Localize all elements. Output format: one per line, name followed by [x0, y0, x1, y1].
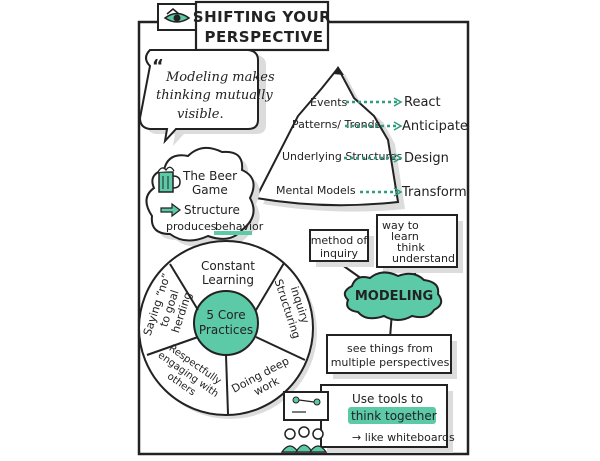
title-banner: SHIFTING YOUR PERSPECTIVE	[157, 0, 331, 52]
way-line-3: think	[397, 241, 425, 254]
tools-highlight: think together	[351, 409, 437, 423]
quote-bubble: “ Modeling makes thinking mutually visib…	[138, 49, 275, 146]
quote-line-1: Modeling makes	[165, 70, 275, 85]
beer-game-structure: Structure	[184, 203, 240, 217]
modeling-cloud	[343, 271, 443, 321]
arrow-right-icon	[160, 202, 181, 218]
iceberg-action-transform: Transform	[401, 185, 467, 200]
iceberg-level-events: Events	[310, 96, 348, 109]
whiteboard-icon	[283, 391, 329, 421]
modeling-label: MODELING	[355, 289, 433, 304]
title-line-1: SHIFTING YOUR	[193, 8, 331, 26]
beer-mug-icon	[157, 166, 181, 193]
segment-constant-learning-2: Learning	[202, 273, 254, 287]
method-line-1: method of	[311, 234, 369, 247]
iceberg-action-design: Design	[404, 151, 449, 166]
mountain-peak-icon	[333, 66, 344, 75]
iceberg-action-react: React	[404, 95, 441, 110]
beer-game-title-2: Game	[192, 183, 228, 197]
beer-game-behavior: behavior	[215, 220, 264, 233]
eye-icon	[163, 8, 191, 23]
see-things-box	[326, 334, 452, 374]
method-of-inquiry-box	[309, 229, 369, 262]
way-to-learn-box	[376, 214, 458, 268]
tools-box: Use tools to think together → like white…	[280, 384, 455, 453]
method-line-2: inquiry	[320, 247, 359, 260]
way-line-2: learn	[391, 230, 419, 243]
quote-mark: “	[152, 56, 164, 77]
tools-line-1: Use tools to	[352, 392, 423, 406]
modeling-cluster: method of inquiry way to learn think und…	[309, 214, 463, 379]
iceberg-level-mental: Mental Models	[276, 184, 356, 197]
iceberg-level-patterns: Patterns/ Trends	[292, 118, 381, 131]
tools-line-3: → like whiteboards	[352, 431, 455, 444]
core-practices-title-1: 5 Core	[206, 308, 245, 322]
quote-line-3: visible.	[177, 107, 224, 122]
core-practices-wheel: 5 Core Practices Constant Learning Struc…	[138, 240, 317, 419]
see-line-2: multiple perspectives	[331, 356, 450, 369]
beer-game-cloud: The Beer Game Structure produces behavio…	[145, 146, 264, 247]
iceberg-action-anticipate: Anticipate	[402, 119, 468, 134]
core-practices-title-2: Practices	[199, 323, 253, 337]
beer-game-produces: produces	[166, 220, 217, 233]
beer-game-title-1: The Beer	[182, 169, 237, 183]
see-line-1: see things from	[347, 342, 433, 355]
people-group-icon	[280, 426, 328, 453]
iceberg-level-structures: Underlying Structures	[282, 150, 403, 163]
way-line-4: understand	[392, 252, 455, 265]
way-line-1: way to	[382, 219, 419, 232]
title-line-2: PERSPECTIVE	[204, 28, 323, 46]
segment-constant-learning-1: Constant	[201, 259, 255, 273]
quote-line-2: thinking mutually	[156, 88, 273, 103]
iceberg-diagram: Events Patterns/ Trends Underlying Struc…	[254, 66, 468, 212]
